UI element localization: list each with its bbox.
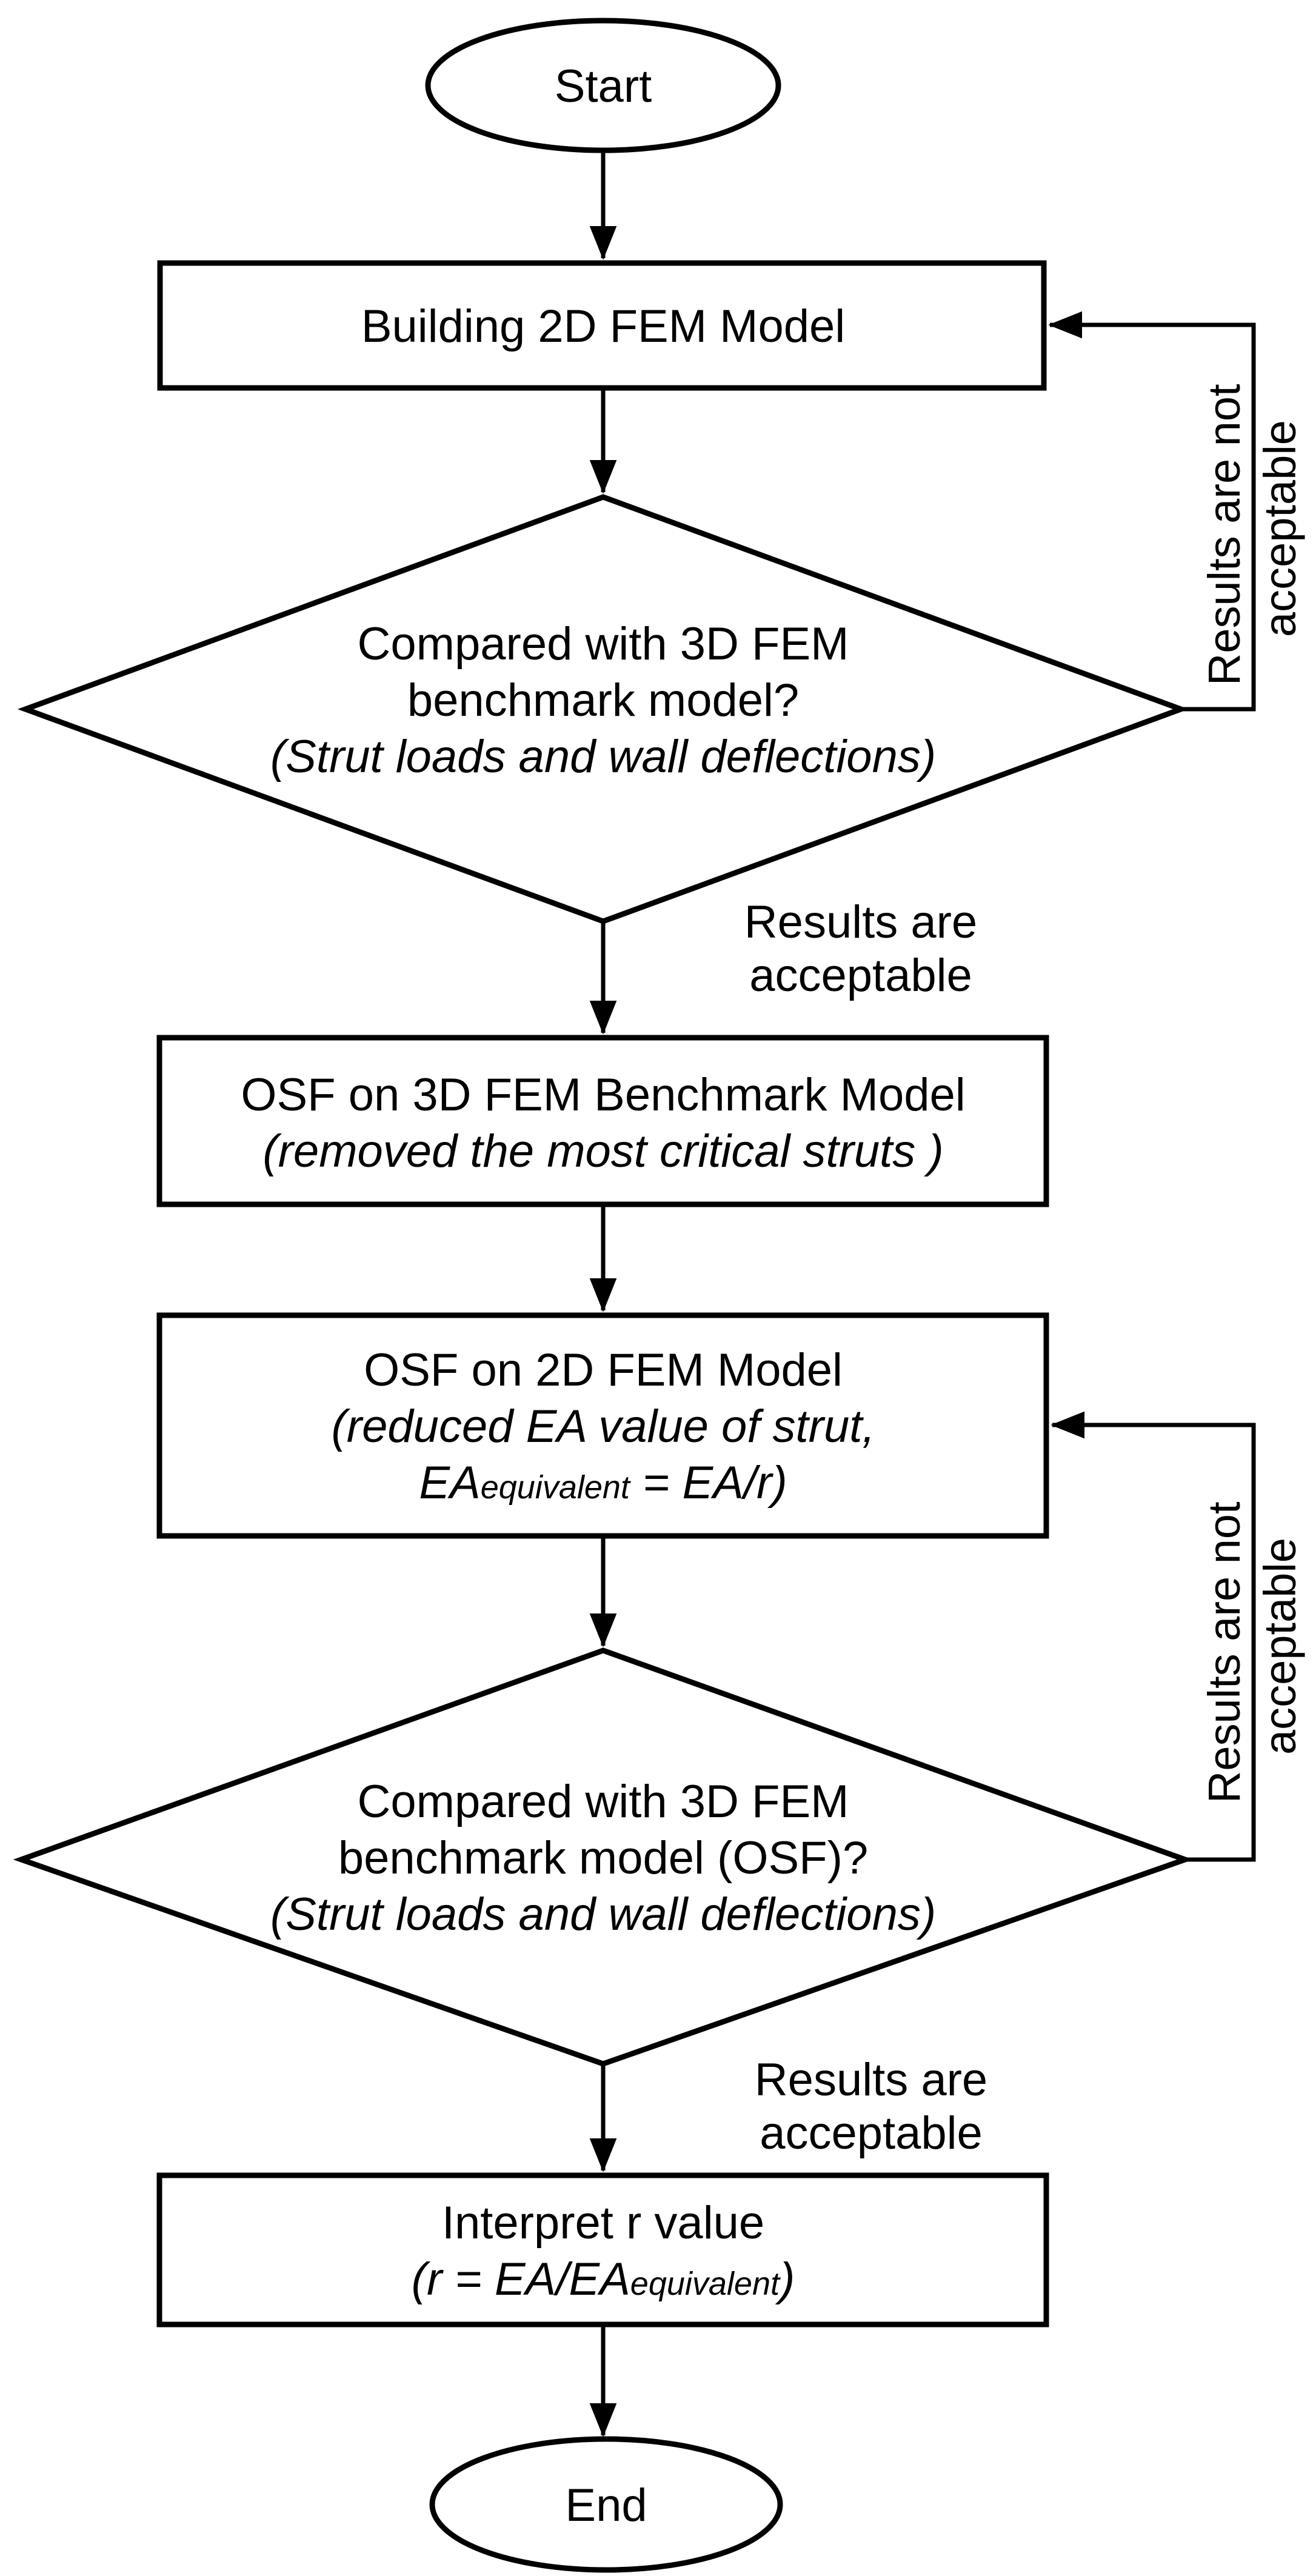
start-terminator — [425, 18, 781, 153]
not-acceptable1-line1: Results are not — [1199, 384, 1249, 686]
decision-compare-benchmark-1 — [17, 494, 1189, 924]
decision2-label-line3: (Strut loads and wall deflections) — [270, 1889, 936, 1940]
decision1-label-line1: Compared with 3D FEM — [358, 618, 849, 670]
start-label: Start — [555, 61, 652, 112]
not-acceptable2-line2: acceptable — [1255, 1538, 1305, 1755]
process-building-2d-fem — [157, 260, 1047, 391]
edge-label-not-acceptable2: Results are not acceptable — [1199, 1489, 1305, 1803]
process-osf-3d-benchmark — [156, 1035, 1049, 1207]
osf-2d-label-line1: OSF on 2D FEM Model — [364, 1344, 843, 1396]
edge-label-acceptable1-line1: Results are — [744, 896, 977, 948]
edge-label-acceptable2-line2: acceptable — [760, 2107, 983, 2159]
loop-decision1-to-build2d — [1048, 311, 1256, 712]
building-2d-fem-label: Building 2D FEM Model — [361, 301, 845, 352]
osf-3d-label-line1: OSF on 3D FEM Benchmark Model — [241, 1069, 965, 1121]
loop-decision2-to-osf2d — [1051, 1411, 1256, 1862]
not-acceptable1-line2: acceptable — [1255, 420, 1305, 637]
osf-2d-ea-rest: = EA/r) — [630, 1457, 787, 1509]
decision2-label-line1: Compared with 3D FEM — [358, 1776, 849, 1827]
interpret-formula-subscript: equivalent — [630, 2266, 781, 2302]
decision1-label-line2: benchmark model? — [407, 675, 799, 726]
decision2-label-line2: benchmark model (OSF)? — [338, 1832, 868, 1884]
end-terminator — [429, 2436, 783, 2573]
osf-2d-ea-subscript: equivalent — [481, 1469, 631, 1506]
osf-2d-label-line2: (reduced EA value of strut, — [332, 1401, 875, 1452]
interpret-label-line1: Interpret r value — [442, 2197, 764, 2249]
edge-label-acceptable2-line1: Results are — [755, 2054, 987, 2106]
process-osf-2d-model — [156, 1312, 1049, 1539]
process-interpret-r-value — [156, 2172, 1049, 2327]
decision-compare-benchmark-2 — [13, 1647, 1194, 2067]
edge-label-not-acceptable1: Results are not acceptable — [1199, 372, 1305, 686]
end-label: End — [565, 2480, 647, 2531]
osf-2d-label-line3: EAequivalent = EA/r) — [419, 1457, 787, 1509]
osf-3d-label-line2: (removed the most critical struts ) — [262, 1126, 943, 1177]
interpret-formula-pre: (r = EA/EA — [412, 2254, 630, 2305]
decision1-label-line3: (Strut loads and wall deflections) — [270, 731, 936, 782]
osf-2d-ea-base: EA — [419, 1457, 480, 1509]
edge-label-acceptable1-line2: acceptable — [749, 950, 972, 1001]
not-acceptable2-line1: Results are not — [1199, 1501, 1249, 1803]
interpret-label-line2: (r = EA/EAequivalent) — [412, 2254, 795, 2305]
